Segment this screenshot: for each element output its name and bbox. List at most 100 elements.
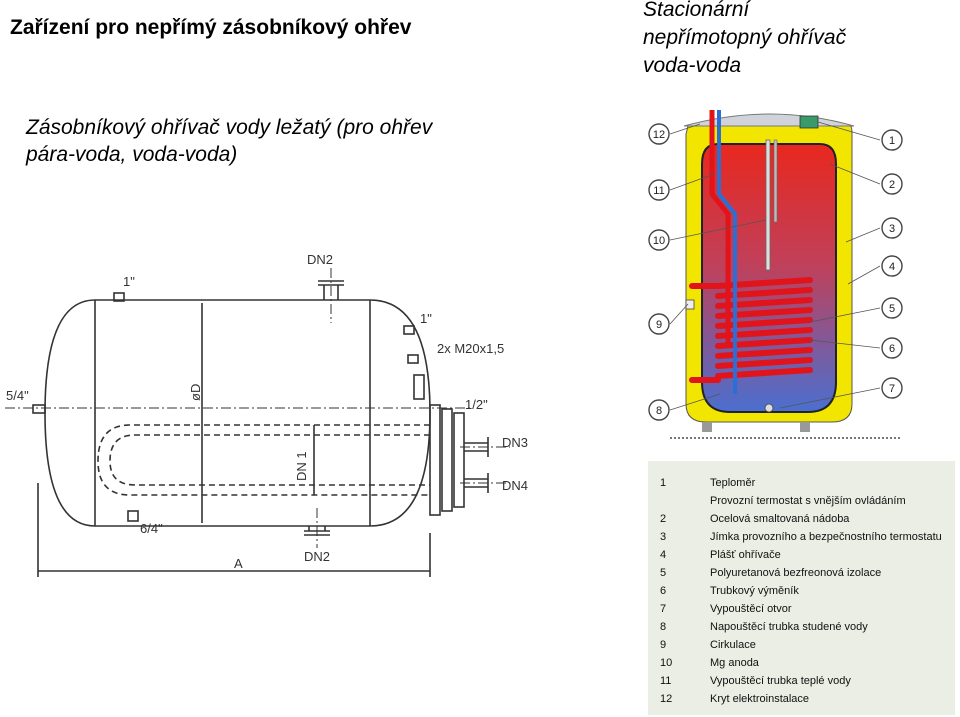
callout-3: 3 xyxy=(889,223,895,235)
legend-row: 4 Plášť ohřívače xyxy=(648,549,955,567)
legend-number: 7 xyxy=(660,603,667,615)
callout-9: 9 xyxy=(656,319,662,331)
callout-4: 4 xyxy=(889,261,895,273)
legend-row: Provozní termostat s vnějším ovládáním xyxy=(648,495,955,513)
legend-row: 8 Napouštěcí trubka studené vody xyxy=(648,621,955,639)
nozzle-dn2-top xyxy=(318,280,344,300)
foot-left xyxy=(702,422,712,432)
legend-number: 2 xyxy=(660,513,667,525)
socket-top-right xyxy=(403,325,415,335)
legend-row: 3 Jímka provozního a bezpečnostního termo… xyxy=(648,531,955,549)
flange-1 xyxy=(429,404,441,516)
callout-circles xyxy=(648,123,903,421)
callout-7: 7 xyxy=(889,383,895,395)
label-dn1: DN 1 xyxy=(294,451,309,481)
callout-5: 5 xyxy=(889,303,895,315)
cold-water-pipe xyxy=(717,110,737,394)
legend-number: 12 xyxy=(660,693,673,705)
legend-text: Cirkulace xyxy=(710,639,756,651)
callout-6: 6 xyxy=(889,343,895,355)
callout-11: 11 xyxy=(653,185,664,197)
legend-row: 11 Vypouštěcí trubka teplé vody xyxy=(648,675,955,693)
foot-right xyxy=(800,422,810,432)
label-half-inch: 1/2" xyxy=(465,397,488,412)
legend-number: 9 xyxy=(660,639,667,651)
callout-10: 10 xyxy=(653,235,665,247)
legend-text: Vypouštěcí otvor xyxy=(710,603,792,615)
right-caption-line-3: voda-voda xyxy=(643,54,742,77)
legend-text: Ocelová smaltovaná nádoba xyxy=(710,513,850,525)
legend-text: Plášť ohřívače xyxy=(710,549,781,561)
mg-anode xyxy=(773,139,778,223)
callout-12: 12 xyxy=(653,129,665,141)
label-dn3: DN3 xyxy=(502,435,528,450)
exchanger-tube-inner xyxy=(109,434,430,486)
socket-bottom xyxy=(127,510,139,522)
legend-row: 9 Cirkulace xyxy=(648,639,955,657)
callout-1: 1 xyxy=(889,135,895,147)
legend-number: 8 xyxy=(660,621,667,633)
legend-number: 4 xyxy=(660,549,667,561)
legend-number: 11 xyxy=(660,675,672,687)
legend-row: 7 Vypouštěcí otvor xyxy=(648,603,955,621)
callout-2: 2 xyxy=(889,179,895,191)
left-caption: Zásobníkový ohřívač vody ležatý (pro ohř… xyxy=(26,114,586,168)
legend-text: Kryt elektroinstalace xyxy=(710,693,810,705)
left-caption-line-2: pára-voda, voda-voda) xyxy=(26,143,238,166)
socket-m20-1 xyxy=(407,354,419,364)
page-title: Zařízení pro nepřímý zásobníkový ohřev xyxy=(10,16,412,39)
label-thread-bottom: 6/4" xyxy=(140,521,163,536)
flange-2 xyxy=(441,408,453,512)
circulation-port xyxy=(685,299,695,310)
label-dn2-top: DN2 xyxy=(307,252,333,267)
legend-text: Jímka provozního a bezpečnostního termos… xyxy=(710,531,942,543)
legend-text: Polyuretanová bezfreonová izolace xyxy=(710,567,882,579)
label-thread-top-right: 1" xyxy=(420,311,432,326)
legend-row: 5 Polyuretanová bezfreonová izolace xyxy=(648,567,955,585)
drain-outlet xyxy=(764,403,774,413)
socket-top-left xyxy=(113,292,125,302)
label-length: A xyxy=(234,556,243,571)
right-caption: Stacionární nepřímotopný ohřívač voda-vo… xyxy=(643,0,846,80)
nozzle-dn2-bottom xyxy=(304,526,330,536)
legend-row: 2 Ocelová smaltovaná nádoba xyxy=(648,513,955,531)
legend-row: 10 Mg anoda xyxy=(648,657,955,675)
socket-left xyxy=(32,404,46,414)
heater-legend: 1 Teploměr Provozní termostat s vnějším o… xyxy=(648,461,955,715)
legend-text: Teploměr xyxy=(710,477,756,489)
legend-number: 10 xyxy=(660,657,673,669)
vertical-heater-diagram: 12 11 10 9 8 1 2 3 4 5 6 7 xyxy=(640,104,910,449)
legend-number: 5 xyxy=(660,567,667,579)
legend-number: 1 xyxy=(660,477,667,489)
legend-row: 6 Trubkový výměník xyxy=(648,585,955,603)
legend-number: 3 xyxy=(660,531,667,543)
legend-number: 6 xyxy=(660,585,667,597)
hot-water-pipe xyxy=(709,110,731,344)
label-m20: 2x M20x1,5 xyxy=(437,341,504,356)
legend-row: 12 Kryt elektroinstalace xyxy=(648,693,955,711)
flange-3 xyxy=(453,412,465,508)
thermostat-well xyxy=(765,139,771,271)
left-caption-line-1: Zásobníkový ohřívač vody ležatý (pro ohř… xyxy=(26,116,433,139)
legend-row: 1 Teploměr xyxy=(648,477,955,495)
label-dn2-bottom: DN2 xyxy=(304,549,330,564)
heater-svg: 12 11 10 9 8 1 2 3 4 5 6 7 xyxy=(648,110,903,439)
exchanger-tube-outer xyxy=(97,424,430,496)
horizontal-tank-drawing: DN2 1" 1" 2x M20x1,5 5/4" øD 1/2" DN3 DN… xyxy=(0,243,535,585)
right-caption-line-1: Stacionární xyxy=(643,0,750,21)
legend-text: Provozní termostat s vnějším ovládáním xyxy=(710,495,906,507)
legend-text: Vypouštěcí trubka teplé vody xyxy=(710,675,851,687)
horizontal-tank-svg: DN2 1" 1" 2x M20x1,5 5/4" øD 1/2" DN3 DN… xyxy=(5,252,528,577)
label-dn4: DN4 xyxy=(502,478,528,493)
thermometer xyxy=(799,115,819,129)
socket-side xyxy=(413,374,425,400)
legend-text: Napouštěcí trubka studené vody xyxy=(710,621,868,633)
legend-text: Trubkový výměník xyxy=(710,585,799,597)
tank-shell xyxy=(44,299,431,527)
legend-text: Mg anoda xyxy=(710,657,759,669)
right-caption-line-2: nepřímotopný ohřívač xyxy=(643,26,847,49)
label-diameter: øD xyxy=(188,384,203,401)
label-thread-left: 5/4" xyxy=(6,388,29,403)
callout-8: 8 xyxy=(656,405,662,417)
label-thread-top-left: 1" xyxy=(123,274,135,289)
